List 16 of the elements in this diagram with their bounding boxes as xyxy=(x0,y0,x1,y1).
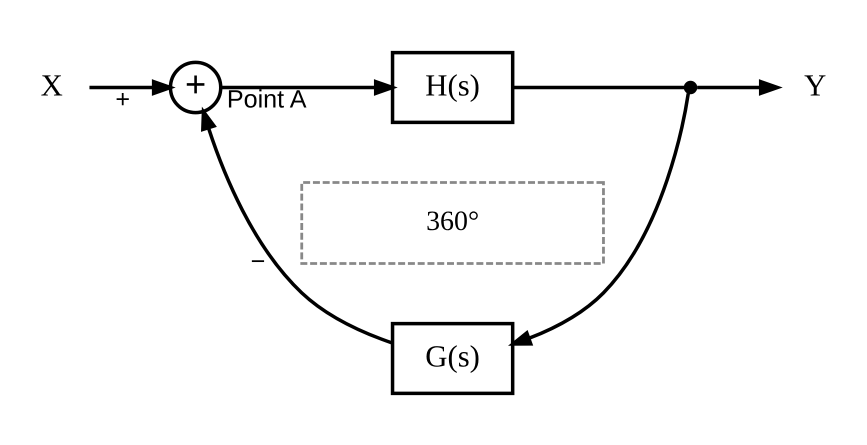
node-text: X xyxy=(40,68,63,102)
edge-label: − xyxy=(250,247,266,276)
node-circle: + xyxy=(168,60,222,114)
arrow xyxy=(220,78,398,96)
arrow xyxy=(697,78,783,96)
arrow xyxy=(89,78,176,96)
node-circle xyxy=(684,80,698,94)
arrow xyxy=(201,106,393,344)
node-text: Y xyxy=(804,68,826,102)
edge-label: Point A xyxy=(226,85,307,114)
node-box: G(s) xyxy=(390,321,514,395)
connector xyxy=(512,85,684,89)
node-box: H(s) xyxy=(390,50,514,124)
arrow xyxy=(508,92,690,346)
node-box: 360° xyxy=(300,180,605,264)
edge-label: + xyxy=(115,85,130,114)
